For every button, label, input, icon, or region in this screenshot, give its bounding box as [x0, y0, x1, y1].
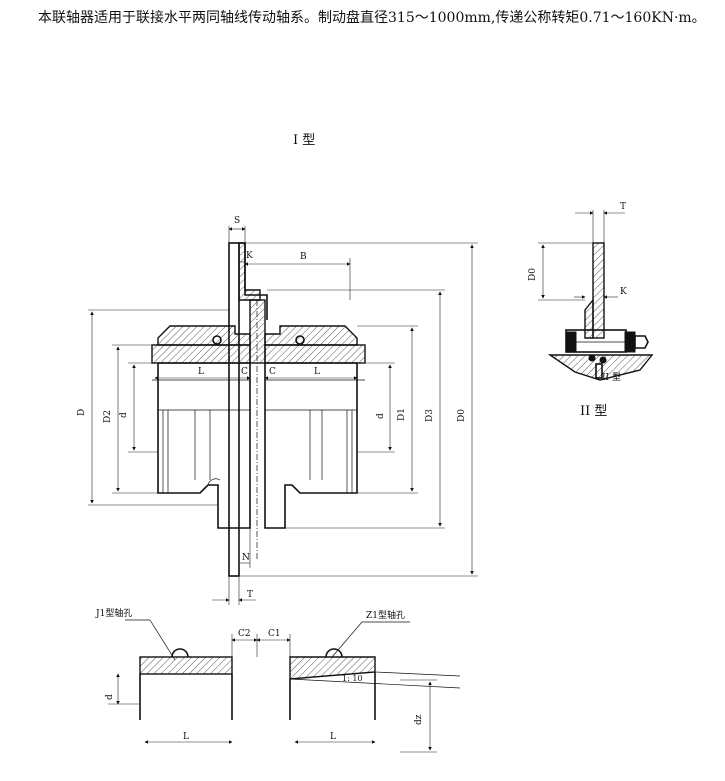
type2-view: T II 型 D0 K II 型 — [528, 202, 654, 419]
dim-D0: D0 — [457, 409, 467, 422]
hole-dim-L-right: L — [330, 732, 336, 742]
hole-dim-L-left: L — [183, 732, 189, 742]
dim-S: S — [234, 216, 240, 226]
j1-bore-section — [139, 656, 233, 675]
taper-ratio: 1: 10 — [342, 674, 363, 683]
dim-d-left: d — [119, 412, 129, 418]
type2-title: II 型 — [580, 404, 607, 419]
right-sleeve — [264, 325, 358, 346]
dim-d-right: d — [376, 413, 386, 419]
left-sleeve — [157, 325, 251, 346]
dim-L-right: L — [314, 367, 320, 377]
hole-dim-dz: dz — [414, 714, 424, 725]
dim-K: K — [246, 251, 253, 261]
left-hub — [157, 362, 251, 529]
type1-title: I 型 — [293, 133, 315, 148]
dim-N: N — [242, 553, 250, 563]
dim-D: D — [77, 409, 87, 416]
t2-dim-D0: D0 — [528, 268, 538, 281]
dim-D3: D3 — [425, 409, 435, 422]
brake-disc — [228, 242, 240, 577]
t2-disc — [592, 242, 605, 339]
j1-bore-label: J1型轴孔 — [95, 607, 132, 619]
dim-D2: D2 — [103, 410, 113, 423]
dim-L-left: L — [198, 367, 204, 377]
intro-paragraph: 本联轴器适用于联接水平两同轴线传动轴系。制动盘直径315～1000mm,传递公称… — [38, 10, 706, 26]
dim-B: B — [300, 252, 307, 262]
t2-lower-housing — [547, 354, 654, 381]
t2-dim-T: T — [620, 202, 626, 212]
shaft-hole-views: d L J1型轴孔 C2 C1 1: 10 dz L Z1型轴孔 — [95, 607, 461, 753]
hole-dim-C1: C1 — [268, 629, 281, 639]
hole-dim-d: d — [105, 694, 115, 700]
left-hub-band — [151, 344, 251, 364]
right-hub — [264, 362, 358, 529]
dim-C-left: C — [241, 367, 248, 377]
t2-detail-label: II 型 — [602, 372, 621, 383]
dim-C-right: C — [269, 367, 276, 377]
right-hub-band — [264, 344, 366, 364]
z1-bore-label: Z1型轴孔 — [366, 609, 405, 621]
hole-dim-C2: C2 — [238, 629, 251, 639]
dim-T: T — [247, 590, 253, 600]
t2-dim-K: K — [620, 287, 627, 297]
center-ring — [249, 299, 266, 364]
dim-D1: D1 — [397, 408, 407, 421]
type1-view: I 型 — [77, 133, 478, 605]
